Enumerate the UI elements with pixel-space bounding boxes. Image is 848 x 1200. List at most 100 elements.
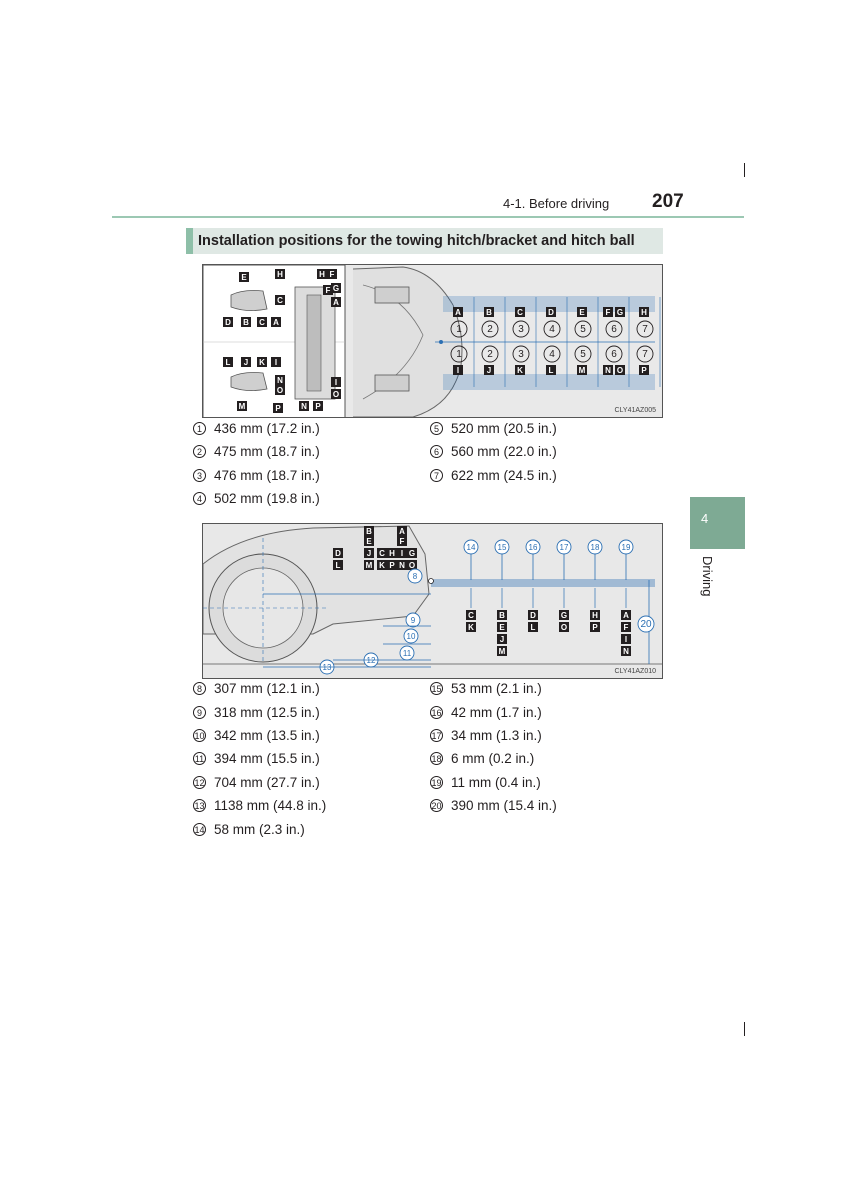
page-number: 207 xyxy=(652,191,684,212)
svg-text:16: 16 xyxy=(529,543,538,552)
bottom-callout-i: I xyxy=(331,377,341,387)
upper-callout-o-13: O xyxy=(407,560,417,570)
svg-text:8: 8 xyxy=(413,572,418,581)
svg-text:7: 7 xyxy=(642,324,648,335)
top-callout-h: H xyxy=(275,269,285,279)
svg-text:C: C xyxy=(277,296,283,305)
svg-text:1: 1 xyxy=(456,349,462,360)
svg-text:11: 11 xyxy=(403,649,412,658)
upper-dimension-marker-7: 7 xyxy=(636,320,654,338)
lower-callout-p-4: P xyxy=(590,622,600,632)
bottom-callout-n: N xyxy=(275,375,285,385)
top-dimension-marker-16: 16 xyxy=(525,539,541,555)
svg-text:F: F xyxy=(326,286,331,295)
svg-text:5: 5 xyxy=(580,324,586,335)
lower-callout-h-4: H xyxy=(590,610,600,620)
legend-number-marker: 13 xyxy=(193,799,206,812)
svg-text:I: I xyxy=(275,358,277,367)
svg-text:O: O xyxy=(409,561,415,570)
upper-callout-g-12: G xyxy=(407,548,417,558)
legend-number-marker: 19 xyxy=(430,776,443,789)
top-dimension-marker-15: 15 xyxy=(494,539,510,555)
svg-text:K: K xyxy=(259,358,265,367)
svg-text:L: L xyxy=(336,561,341,570)
top-dimension-marker-18: 18 xyxy=(587,539,603,555)
bottom-callout-k: K xyxy=(257,357,267,367)
legend-value: 58 mm (2.3 in.) xyxy=(214,822,305,837)
crop-mark-bottom xyxy=(744,1022,745,1036)
bottom-callout-i: I xyxy=(271,357,281,367)
svg-text:K: K xyxy=(517,366,523,375)
svg-text:D: D xyxy=(530,611,536,620)
svg-text:D: D xyxy=(335,549,341,558)
svg-text:E: E xyxy=(366,537,372,546)
svg-text:M: M xyxy=(579,366,586,375)
svg-text:G: G xyxy=(617,308,623,317)
top-callout-a: A xyxy=(271,317,281,327)
legend-number-marker: 11 xyxy=(193,752,206,765)
svg-text:N: N xyxy=(301,402,307,411)
svg-text:M: M xyxy=(239,402,246,411)
legend-number-marker: 12 xyxy=(193,776,206,789)
crop-mark-top xyxy=(744,163,745,177)
legend-number-marker: 16 xyxy=(430,706,443,719)
bottom-callout-j: J xyxy=(241,357,251,367)
svg-text:I: I xyxy=(401,549,403,558)
upper-callout-b-0: B xyxy=(364,526,374,536)
svg-text:D: D xyxy=(548,308,554,317)
header-rule xyxy=(112,216,744,218)
top-dimension-marker-19: 19 xyxy=(618,539,634,555)
grid-letter-e: E xyxy=(577,307,587,317)
lower-dimension-marker-1: 1 xyxy=(450,345,468,363)
bottom-callout-o: O xyxy=(331,389,341,399)
svg-text:20: 20 xyxy=(640,619,652,630)
lower-callout-i-5: I xyxy=(621,634,631,644)
svg-text:J: J xyxy=(367,549,371,558)
svg-text:O: O xyxy=(617,366,623,375)
upper-callout-e-1: E xyxy=(364,536,374,546)
grid-letter-f: F xyxy=(603,307,613,317)
svg-text:O: O xyxy=(333,390,339,399)
top-callout-c: C xyxy=(275,295,285,305)
svg-text:2: 2 xyxy=(487,349,493,360)
upper-dimension-marker-4: 4 xyxy=(543,320,561,338)
legend-value: 704 mm (27.7 in.) xyxy=(214,775,320,790)
top-callout-d: D xyxy=(223,317,233,327)
lower-dimension-marker-3: 3 xyxy=(512,345,530,363)
grid-letter-n: N xyxy=(603,365,613,375)
svg-text:C: C xyxy=(379,549,385,558)
svg-text:A: A xyxy=(455,308,461,317)
svg-text:L: L xyxy=(549,366,554,375)
svg-text:4: 4 xyxy=(549,349,555,360)
legend-value: 307 mm (12.1 in.) xyxy=(214,681,320,696)
lower-callout-k-0: K xyxy=(466,622,476,632)
legend-number-marker: 18 xyxy=(430,752,443,765)
bottom-callout-l: L xyxy=(223,357,233,367)
svg-text:H: H xyxy=(592,611,598,620)
chapter-number: 4 xyxy=(701,511,709,526)
svg-text:3: 3 xyxy=(518,324,524,335)
legend-value: 318 mm (12.5 in.) xyxy=(214,705,320,720)
top-callout-e: E xyxy=(239,272,249,282)
grid-letter-j: J xyxy=(484,365,494,375)
svg-text:B: B xyxy=(243,318,249,327)
svg-text:M: M xyxy=(499,647,506,656)
legend-number-marker: 6 xyxy=(430,445,443,458)
svg-text:N: N xyxy=(399,561,405,570)
svg-text:19: 19 xyxy=(622,543,631,552)
grid-letter-d: D xyxy=(546,307,556,317)
grid-letter-p: P xyxy=(639,365,649,375)
legend-number-marker: 7 xyxy=(430,469,443,482)
